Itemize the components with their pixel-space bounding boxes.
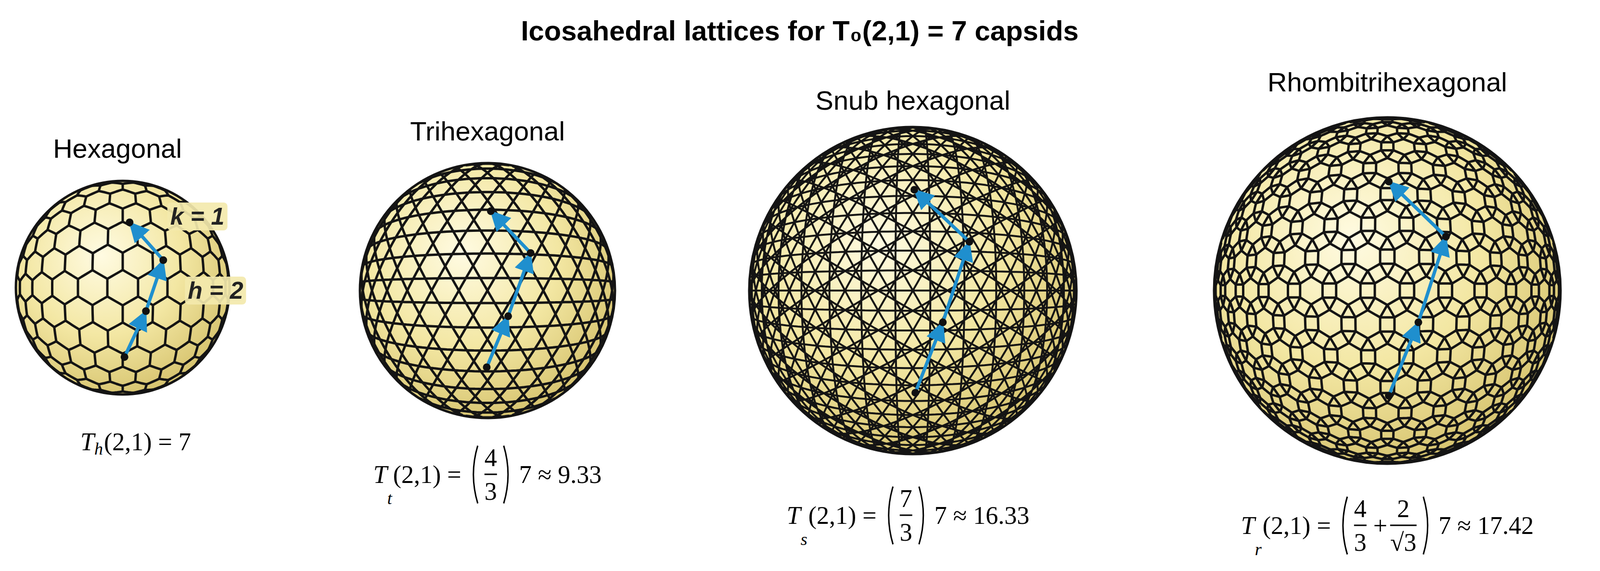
formula-part: (2,1) = 7 xyxy=(103,427,192,457)
parenthesis xyxy=(883,484,896,547)
lattice-name: Hexagonal xyxy=(52,132,182,165)
capsid-outline xyxy=(359,163,615,419)
capsid-outline xyxy=(749,127,1077,455)
formula-part: 3 xyxy=(899,518,913,547)
fraction-bar xyxy=(1354,524,1367,527)
formula-part: T xyxy=(786,501,801,530)
formula-part: √3 xyxy=(1390,528,1417,557)
lattice-vector xyxy=(508,256,530,317)
lattice-vector xyxy=(915,325,942,394)
formula-part: T xyxy=(373,460,388,489)
t-number-formula: Th(2,1) = 7 xyxy=(80,427,192,457)
formula-part: (2,1) = xyxy=(808,501,877,530)
lattice-point xyxy=(1442,232,1450,241)
fraction: 2√3 xyxy=(1390,494,1417,557)
parenthesis xyxy=(501,443,514,506)
lattice-point xyxy=(159,256,167,265)
parenthesis-stroke xyxy=(1423,496,1428,555)
capsid-sphere xyxy=(359,163,615,419)
lattice-name: Rhombitrihexagonal xyxy=(1267,66,1508,98)
formula-part: 4 xyxy=(1354,494,1367,524)
formula-part: h xyxy=(94,438,103,460)
lattice-point xyxy=(1384,177,1393,186)
lattice-name: Trihexagonal xyxy=(409,115,565,147)
capsid-sphere xyxy=(749,127,1077,455)
parenthesis-stroke xyxy=(473,445,478,504)
lattice-vector xyxy=(486,319,507,368)
parenthesis-stroke xyxy=(888,486,894,545)
formula-part: (2,1) = xyxy=(1262,511,1332,540)
lattice-point xyxy=(482,363,491,372)
parenthesis-stroke xyxy=(1343,496,1348,555)
formula-part: 7 ≈ 16.33 xyxy=(934,501,1030,530)
parenthesis xyxy=(468,443,480,506)
vector-label: h = 2 xyxy=(184,276,246,305)
formula-part: 7 ≈ 17.42 xyxy=(1438,511,1535,540)
lattice-vector xyxy=(145,262,163,311)
formula-part: 3 xyxy=(1354,528,1367,557)
lattice-point xyxy=(504,312,512,320)
fraction: 43 xyxy=(484,443,498,506)
formula-part: (2,1) = xyxy=(393,460,462,489)
fraction-bar xyxy=(1390,524,1417,527)
fraction: 43 xyxy=(1354,494,1367,557)
lattice-vector xyxy=(1388,325,1418,397)
formula-part: s xyxy=(800,529,808,550)
lattice-vector xyxy=(131,224,164,261)
lattice-vector xyxy=(1418,239,1446,323)
formula-part: T xyxy=(1241,511,1255,540)
formula-part: r xyxy=(1254,539,1262,560)
formula-part: 2 xyxy=(1396,494,1410,524)
lattice-point xyxy=(486,207,495,216)
lattice-point xyxy=(141,307,150,316)
formula-part: T xyxy=(80,427,95,457)
lattice-vector xyxy=(916,192,970,243)
lattice-point xyxy=(526,249,535,257)
formula-part: 4 xyxy=(484,443,498,473)
lattice-point xyxy=(125,218,134,227)
parenthesis xyxy=(1421,494,1434,557)
lattice-lines xyxy=(1214,117,1561,464)
lattice-point xyxy=(1414,318,1423,327)
lattice-point xyxy=(1384,392,1393,400)
formula-part: + xyxy=(1373,511,1388,540)
parenthesis-stroke xyxy=(503,445,509,504)
lattice-point xyxy=(965,238,974,246)
capsid-sphere xyxy=(1214,117,1561,464)
figure-title: Icosahedral lattices for T₀(2,1) = 7 cap… xyxy=(520,14,1079,47)
lattice-vector xyxy=(942,244,969,323)
lattice-vector xyxy=(124,313,145,358)
lattice-group xyxy=(749,127,1076,454)
lattice-vector xyxy=(1390,183,1446,237)
formula-part: 7 ≈ 9.33 xyxy=(519,460,602,489)
lattice-name: Snub hexagonal xyxy=(815,84,1011,116)
lattice-point xyxy=(120,353,129,361)
formula-part: t xyxy=(387,488,393,509)
formula-part: 3 xyxy=(484,477,498,506)
vector-label: k = 1 xyxy=(167,202,228,231)
capsid-outline xyxy=(1214,117,1561,464)
lattice-group xyxy=(1214,117,1561,464)
lattice-lines xyxy=(360,163,615,418)
lattice-point xyxy=(911,388,920,397)
parenthesis xyxy=(1337,494,1350,557)
fraction-bar xyxy=(484,473,498,476)
fraction: 73 xyxy=(899,484,913,547)
parenthesis xyxy=(917,484,929,547)
t-number-formula: Tt(2,1) =437 ≈ 9.33 xyxy=(373,443,602,506)
parenthesis-stroke xyxy=(919,486,924,545)
t-number-formula: Ts(2,1) =737 ≈ 16.33 xyxy=(786,484,1030,547)
lattice-point xyxy=(910,185,919,194)
formula-part: 7 xyxy=(899,484,913,513)
lattice-vector xyxy=(492,213,531,254)
lattice-lines xyxy=(749,127,1076,454)
t-number-formula: Tr(2,1) =43+2√37 ≈ 17.42 xyxy=(1241,494,1534,557)
lattice-point xyxy=(938,318,947,327)
lattice-group xyxy=(360,163,615,418)
fraction-bar xyxy=(899,514,913,517)
